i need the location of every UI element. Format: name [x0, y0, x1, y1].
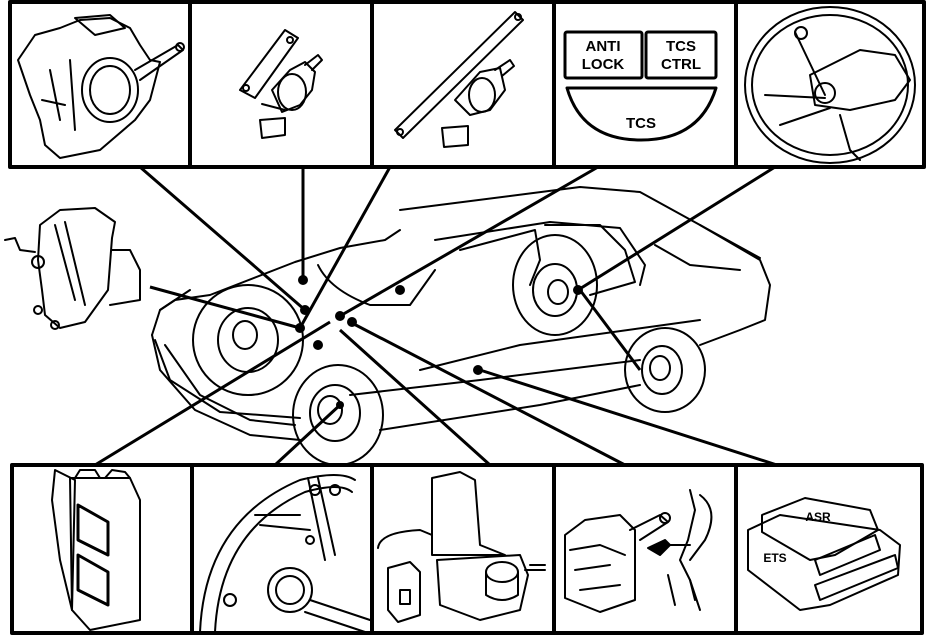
- panel-control-module: [10, 463, 194, 635]
- solenoid-valve-2-illustration: [394, 11, 524, 148]
- tcs-ctrl-lamp: [644, 30, 718, 80]
- dot-front-brake-sensor: [573, 285, 583, 295]
- panel-hydraulic-modulator: [370, 463, 556, 635]
- dot-asr-ets-modules: [473, 365, 483, 375]
- front-left-wheel: [192, 284, 304, 396]
- control-module-illustration: [51, 469, 141, 631]
- bottom-panel-row: [10, 463, 924, 635]
- rear-left-wheel: [512, 234, 598, 336]
- dot-throttle-body: [300, 305, 310, 315]
- panel-solenoid-valve-2: [370, 0, 556, 169]
- leader-rear-sensor: [578, 289, 642, 371]
- leader-throttle-body: [139, 165, 306, 312]
- panel-warning-lamps: [552, 0, 738, 169]
- ets-label: ETS: [763, 551, 786, 565]
- panel-wheel-hub-sensor: [190, 463, 374, 635]
- panel-throttle-body: [8, 0, 192, 169]
- dot-wheel-hub-sensor: [336, 401, 344, 409]
- leader-front-brake-sensor: [577, 165, 776, 292]
- throttle-actuator-illustration: [4, 207, 141, 330]
- tcs-ctrl-lamp-line2: CTRL: [661, 56, 701, 73]
- warning-lamp-cluster: ANTI LOCK TCS CTRL TCS: [563, 30, 718, 142]
- asr-ets-modules-illustration: ASR ETS: [747, 497, 901, 611]
- dot-pedal-switch: [347, 317, 357, 327]
- dot-control-module: [313, 340, 323, 350]
- front-right-wheel: [292, 364, 384, 466]
- dot-windshield: [395, 285, 405, 295]
- leader-warning-lamps: [339, 165, 599, 318]
- leader-control-module: [94, 320, 331, 467]
- pedal-switch-illustration: [564, 489, 713, 613]
- top-panel-row: [8, 0, 926, 169]
- hydraulic-modulator-illustration: [377, 471, 546, 623]
- dot-throttle-actuator: [295, 323, 305, 333]
- anti-lock-lamp-line2: LOCK: [582, 56, 625, 73]
- leader-pedal-switch: [349, 320, 626, 467]
- asr-label: ASR: [805, 510, 831, 524]
- leader-hydraulic-modulator: [338, 328, 492, 467]
- panel-front-brake-sensor: [734, 0, 926, 169]
- vehicle-wheels: [192, 234, 706, 466]
- tcs-lamp: [565, 86, 718, 142]
- anti-lock-lamp: [563, 30, 644, 80]
- solenoid-valve-1-illustration: [239, 29, 323, 139]
- dot-solenoid-1: [298, 275, 308, 285]
- dot-warning-lamps: [335, 311, 345, 321]
- rear-right-wheel: [624, 327, 706, 413]
- panel-asr-ets-modules: [734, 463, 924, 635]
- leader-throttle-actuator: [149, 285, 301, 330]
- anti-lock-lamp-line1: ANTI: [586, 38, 621, 55]
- wheel-hub-sensor-illustration: [199, 474, 371, 633]
- leader-solenoid-2: [298, 166, 392, 329]
- front-brake-sensor-illustration: [744, 6, 916, 164]
- ets-module: [747, 514, 901, 611]
- leader-wheel-hub-sensor: [273, 403, 342, 467]
- leader-dots: [295, 275, 583, 409]
- throttle-body-illustration: [17, 14, 185, 159]
- leader-lines: [94, 165, 778, 467]
- panel-solenoid-valve-1: [188, 0, 374, 169]
- tcs-lamp-label: TCS: [626, 115, 656, 132]
- leader-asr-ets-modules: [479, 368, 778, 467]
- tcs-ctrl-lamp-line1: TCS: [666, 38, 696, 55]
